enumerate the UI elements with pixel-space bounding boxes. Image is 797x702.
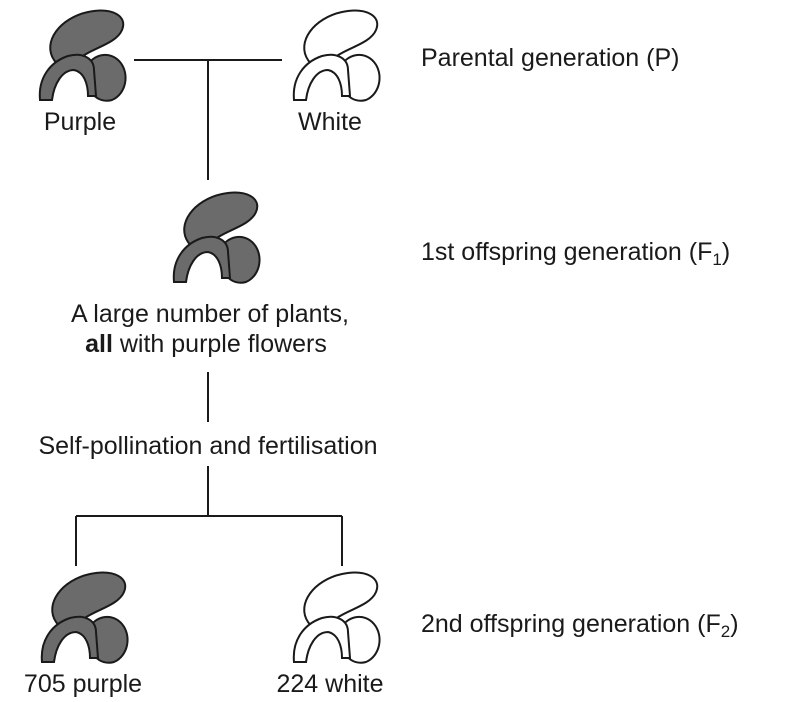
parental-white-label: White (298, 108, 362, 136)
purple-flower-icon (38, 9, 127, 102)
f1-generation-label: 1st offspring generation (F1) (421, 238, 731, 269)
white-flower-icon (292, 571, 381, 664)
parental-generation-label: Parental generation (P) (421, 44, 680, 72)
purple-flower-icon (40, 571, 129, 664)
process-label: Self-pollination and fertilisation (38, 432, 378, 460)
purple-flower-icon (172, 191, 261, 284)
f1-caption-line1: A large number of plants, (71, 300, 349, 328)
f1-caption-line2: all with purple flowers (85, 330, 327, 358)
parental-purple-label: Purple (43, 108, 117, 136)
f2-generation-label: 2nd offspring generation (F2) (421, 610, 739, 641)
f2-purple-count-label: 705 purple (23, 670, 143, 698)
connector-lines (75, 59, 343, 566)
white-flower-icon (292, 9, 381, 102)
f2-white-count-label: 224 white (276, 670, 384, 698)
